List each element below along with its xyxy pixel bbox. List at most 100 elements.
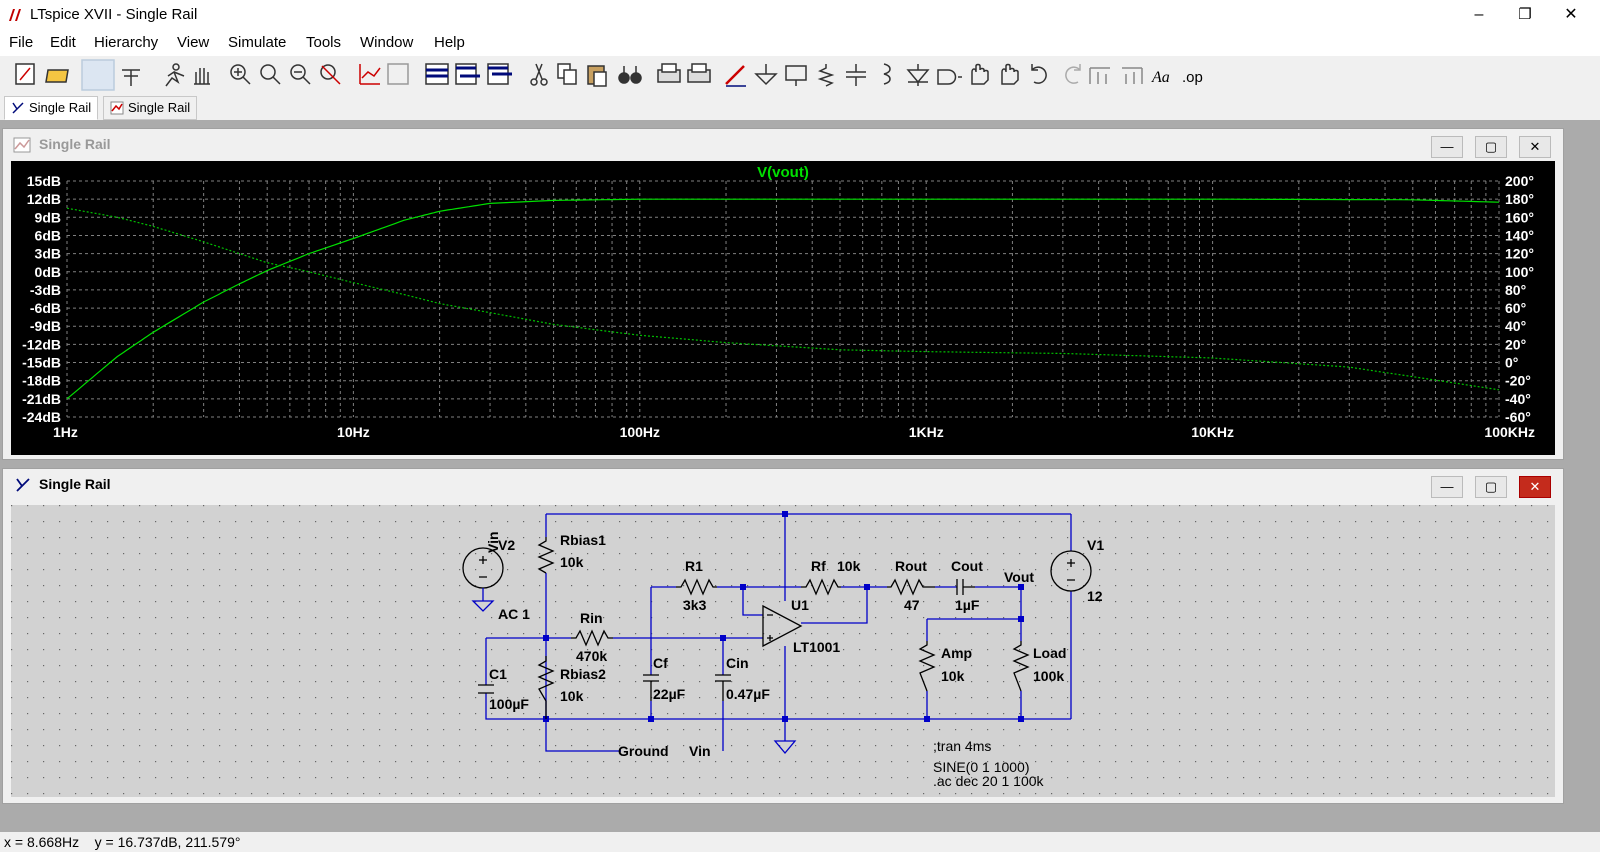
schematic-canvas[interactable]: Vin V2 AC 1 Rbias1 10k R1 3k3 Rf 10k Rou… <box>11 505 1555 797</box>
load-value: 100k <box>1033 668 1064 684</box>
visible-traces-icon[interactable] <box>387 63 409 85</box>
plot-minimize-button[interactable]: — <box>1431 136 1463 158</box>
vout-net-label: Vout <box>1004 569 1034 585</box>
ground-icon[interactable] <box>754 64 778 86</box>
text-tool-icon[interactable]: Aa <box>1151 69 1170 86</box>
zoom-out-icon[interactable] <box>290 64 311 85</box>
halt-icon[interactable] <box>194 68 210 85</box>
schematic-grid <box>11 505 1555 797</box>
menu-file[interactable]: File <box>9 34 34 51</box>
undo-icon[interactable] <box>1031 64 1047 84</box>
trace-title[interactable]: V(vout) <box>757 164 809 181</box>
maximize-button[interactable]: ❐ <box>1518 6 1532 23</box>
blank-icon[interactable] <box>81 59 115 91</box>
inductor-icon[interactable] <box>883 63 891 85</box>
mirror-icon[interactable] <box>1122 67 1143 84</box>
cut-icon[interactable] <box>530 63 548 86</box>
component-icon[interactable] <box>937 69 962 85</box>
menu-window[interactable]: Window <box>360 34 414 51</box>
find-icon[interactable] <box>618 66 642 84</box>
y-tick-label-left: 6dB <box>35 227 61 243</box>
y-tick-label-right: 60° <box>1505 300 1526 316</box>
spice-directive-icon[interactable]: .op <box>1182 69 1203 86</box>
tile-horizontal-icon[interactable] <box>425 63 449 85</box>
rbias2-value: 10k <box>560 688 584 704</box>
close-button[interactable]: ✕ <box>1564 6 1578 23</box>
plot-window-title: Single Rail <box>39 136 111 152</box>
redo-icon[interactable] <box>1065 64 1081 84</box>
schematic-window-title: Single Rail <box>39 476 111 492</box>
rout-resistor[interactable] <box>887 578 935 596</box>
label-net-icon[interactable] <box>785 65 807 86</box>
minimize-button[interactable]: – <box>1474 6 1484 23</box>
tab-schematic[interactable]: Single Rail <box>4 96 99 120</box>
schematic-maximize-button[interactable]: ▢ <box>1475 476 1507 498</box>
print-setup-icon[interactable] <box>687 63 711 83</box>
schematic-close-button[interactable]: ✕ <box>1519 476 1551 498</box>
u1-opamp[interactable] <box>762 604 803 648</box>
cf-label: Cf <box>653 655 668 671</box>
draw-wire-icon[interactable] <box>725 65 746 87</box>
ac-directive[interactable]: .ac dec 20 1 100k <box>933 773 1045 789</box>
zoom-cancel-icon[interactable] <box>320 64 341 85</box>
new-schematic-icon[interactable] <box>15 63 35 85</box>
rf-resistor[interactable] <box>801 578 841 596</box>
tile-vertical-icon[interactable] <box>455 63 480 85</box>
rbias2-resistor[interactable] <box>537 656 555 719</box>
rbias1-resistor[interactable] <box>537 537 555 574</box>
paste-icon[interactable] <box>587 65 607 87</box>
menu-simulate[interactable]: Simulate <box>228 34 287 51</box>
menu-help[interactable]: Help <box>434 34 465 51</box>
document-tabs: Single Rail Single Rail <box>0 94 1600 120</box>
control-panel-icon[interactable] <box>122 69 140 86</box>
print-icon[interactable] <box>657 63 681 83</box>
r1-resistor[interactable] <box>676 578 717 596</box>
y-tick-label-left: 12dB <box>27 191 61 207</box>
cout-capacitor[interactable] <box>956 579 975 595</box>
junctions <box>543 511 1024 722</box>
bode-plot[interactable]: 15dB12dB9dB6dB3dB0dB-3dB-6dB-9dB-12dB-15… <box>11 161 1555 455</box>
phase-trace[interactable] <box>66 207 1500 391</box>
autorange-icon[interactable] <box>359 64 381 85</box>
move-icon[interactable] <box>971 63 989 85</box>
sine-directive[interactable]: SINE(0 1 1000) <box>933 759 1030 775</box>
cf-capacitor[interactable] <box>643 674 659 701</box>
x-tick-label: 100Hz <box>620 424 660 440</box>
copy-icon[interactable] <box>557 63 577 85</box>
capacitor-icon[interactable] <box>846 64 866 86</box>
v2-source[interactable] <box>462 547 504 612</box>
plot-close-button[interactable]: ✕ <box>1519 136 1551 158</box>
y-tick-label-right: -40° <box>1505 391 1531 407</box>
open-icon[interactable] <box>45 69 69 83</box>
v1-source[interactable] <box>1050 550 1092 592</box>
plot-maximize-button[interactable]: ▢ <box>1475 136 1507 158</box>
ac-label: AC 1 <box>498 606 530 622</box>
amp-resistor[interactable] <box>918 641 936 692</box>
run-icon[interactable] <box>165 63 185 87</box>
rotate-icon[interactable] <box>1089 67 1110 84</box>
zoom-in-icon[interactable] <box>230 64 251 85</box>
cascade-icon[interactable] <box>487 63 512 85</box>
diode-icon[interactable] <box>906 64 930 86</box>
zoom-pan-icon[interactable] <box>260 64 281 85</box>
magnitude-trace[interactable] <box>66 198 1500 400</box>
menu-edit[interactable]: Edit <box>50 34 76 51</box>
menu-tools[interactable]: Tools <box>306 34 342 51</box>
load-resistor[interactable] <box>1012 641 1030 692</box>
cin-capacitor[interactable] <box>715 674 731 701</box>
drag-icon[interactable] <box>1001 63 1019 85</box>
c1-capacitor[interactable] <box>478 684 494 694</box>
rin-resistor[interactable] <box>571 629 613 647</box>
y-tick-label-right: 140° <box>1505 227 1534 243</box>
menu-hierarchy[interactable]: Hierarchy <box>94 34 159 51</box>
menu-view[interactable]: View <box>177 34 210 51</box>
tran-directive[interactable]: ;tran 4ms <box>933 738 991 754</box>
rout-label: Rout <box>895 558 927 574</box>
y-tick-label-right: 120° <box>1505 246 1534 262</box>
status-bar: x = 8.668Hz y = 16.737dB, 211.579° <box>0 832 1600 852</box>
rbias2-label: Rbias2 <box>560 666 606 682</box>
tab-waveform[interactable]: Single Rail <box>103 96 198 120</box>
schematic-minimize-button[interactable]: — <box>1431 476 1463 498</box>
resistor-icon[interactable] <box>817 64 835 87</box>
v1-label: V1 <box>1087 537 1104 553</box>
